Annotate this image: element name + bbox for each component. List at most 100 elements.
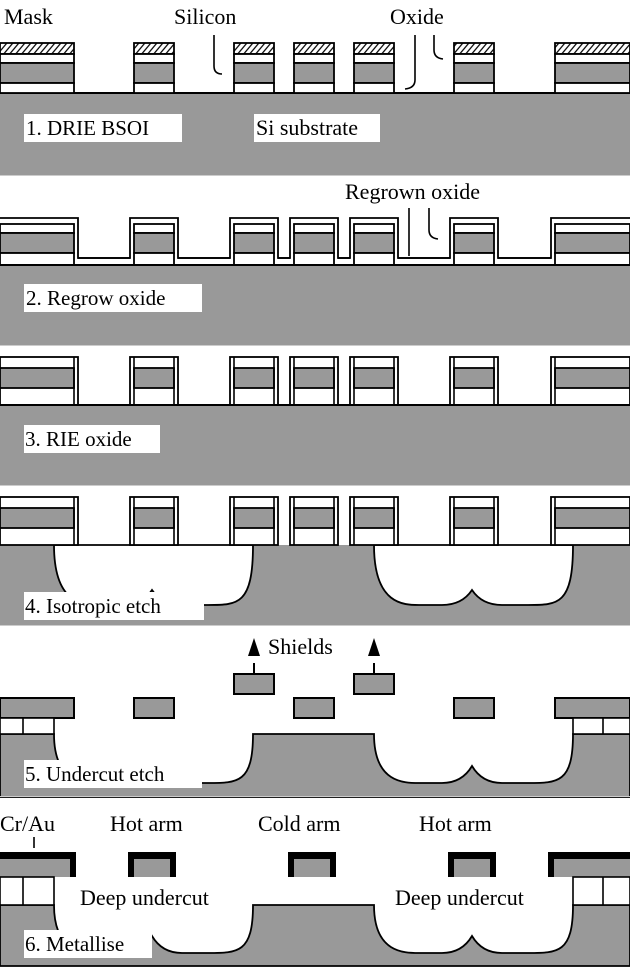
mask-layer	[554, 42, 630, 55]
mask-label: Mask	[4, 4, 53, 29]
silicon-beam	[133, 697, 175, 719]
top-oxide-layer	[453, 223, 495, 234]
sidewall-blocks	[0, 356, 630, 406]
buried-oxide-layer	[233, 252, 275, 266]
buried-oxide-layer	[133, 82, 175, 94]
silicon-layer	[0, 232, 75, 254]
buried-oxide-layer	[554, 252, 630, 266]
top-oxide-layer	[554, 223, 630, 234]
anchor-oxide	[0, 876, 55, 906]
silicon-layer	[453, 232, 495, 254]
silicon-core	[353, 507, 395, 529]
silicon-layer	[133, 62, 175, 84]
hot-arm-label-right: Hot arm	[419, 811, 492, 836]
step-label-3: 3. RIE oxide	[25, 427, 132, 451]
silicon-layer	[233, 232, 275, 254]
buried-oxide-layer	[293, 82, 335, 94]
top-oxide-layer	[554, 53, 630, 64]
cr-au-label: Cr/Au	[0, 811, 55, 836]
top-oxide-layer	[233, 223, 275, 234]
shield-arrow-left	[248, 638, 260, 674]
silicon-core	[353, 367, 395, 389]
silicon-beam	[294, 859, 330, 877]
si-substrate-label: Si substrate	[256, 115, 358, 140]
regrown-oxide-label: Regrown oxide	[345, 179, 480, 204]
silicon-layer	[293, 232, 335, 254]
silicon-beam	[0, 859, 70, 877]
regrown-oxide-outline	[0, 217, 630, 259]
step-label-5: 5. Undercut etch	[25, 762, 165, 786]
buried-oxide-layer	[233, 82, 275, 94]
silicon-layer	[353, 232, 395, 254]
buried-oxide-layer	[353, 252, 395, 266]
step-label-6: 6. Metallise	[25, 932, 124, 956]
silicon-layer	[293, 62, 335, 84]
step-label-4: 4. Isotropic etch	[25, 594, 161, 618]
top-oxide-layer	[293, 223, 335, 234]
buried-oxide-layer	[0, 252, 75, 266]
panel-6-metallise: Cr/Au Hot arm Cold arm Hot arm Deep unde…	[0, 811, 630, 967]
silicon-core	[233, 507, 275, 529]
silicon-label: Silicon	[174, 4, 236, 29]
silicon-beam	[454, 859, 490, 877]
panel-4-isotropic-etch: 4. Isotropic etch	[0, 496, 630, 625]
silicon-layer	[554, 62, 630, 84]
top-oxide-layer	[233, 53, 275, 64]
oxide-leader-line-left	[404, 35, 416, 90]
silicon-layer	[0, 62, 75, 84]
shields-label: Shields	[268, 634, 333, 659]
mask-layer	[353, 42, 395, 55]
silicon-core	[293, 367, 335, 389]
anchor-oxide	[572, 876, 630, 906]
metallised-beams	[0, 852, 630, 906]
silicon-core	[554, 507, 630, 529]
silicon-beam	[293, 697, 335, 719]
silicon-beam	[134, 859, 170, 877]
silicon-beam	[0, 697, 75, 719]
etch-cavity-right	[373, 544, 574, 606]
silicon-core	[133, 367, 175, 389]
silicon-layer	[453, 62, 495, 84]
mask-layer	[0, 42, 75, 55]
mask-layer	[133, 42, 175, 55]
shield-arrow-right	[368, 638, 380, 674]
top-oxide-layer	[353, 53, 395, 64]
buried-oxide-layer	[0, 82, 75, 94]
released-beams	[0, 673, 630, 735]
silicon-layer	[133, 232, 175, 254]
buried-oxide-layer	[293, 252, 335, 266]
step-label-2: 2. Regrow oxide	[26, 286, 165, 310]
silicon-beam	[453, 697, 495, 719]
top-oxide-layer	[133, 223, 175, 234]
mask-layer	[293, 42, 335, 55]
panel-2-regrow-oxide: Regrown oxide 2. Regrow oxide	[0, 179, 630, 345]
top-oxide-layer	[133, 53, 175, 64]
silicon-core	[0, 367, 75, 389]
sidewall-blocks	[0, 496, 630, 546]
oxide-label: Oxide	[390, 4, 444, 29]
cold-arm-label: Cold arm	[258, 811, 341, 836]
silicon-layer	[554, 232, 630, 254]
buried-oxide-layer	[453, 252, 495, 266]
regrown-oxide-leader-right	[428, 208, 439, 240]
mask-layer	[233, 42, 275, 55]
top-oxide-layer	[293, 53, 335, 64]
top-oxide-layer	[0, 53, 75, 64]
panel-1-drie-bsoi: Mask Silicon Oxide 1. DRIE BSOI Si subst…	[0, 4, 630, 175]
top-oxide-layer	[0, 223, 75, 234]
silicon-beam	[554, 859, 630, 877]
top-oxide-layer	[453, 53, 495, 64]
silicon-layer	[233, 62, 275, 84]
step-label-1: 1. DRIE BSOI	[26, 116, 149, 140]
soi-blocks	[0, 42, 630, 94]
silicon-core	[0, 507, 75, 529]
silicon-beam	[233, 673, 275, 695]
silicon-beam	[554, 697, 630, 719]
panel-3-rie-oxide: 3. RIE oxide	[0, 356, 630, 485]
buried-oxide-layer	[353, 82, 395, 94]
buried-oxide-layer	[453, 82, 495, 94]
deep-undercut-label-left: Deep undercut	[80, 885, 209, 910]
anchor-oxide	[0, 717, 55, 735]
silicon-core	[133, 507, 175, 529]
